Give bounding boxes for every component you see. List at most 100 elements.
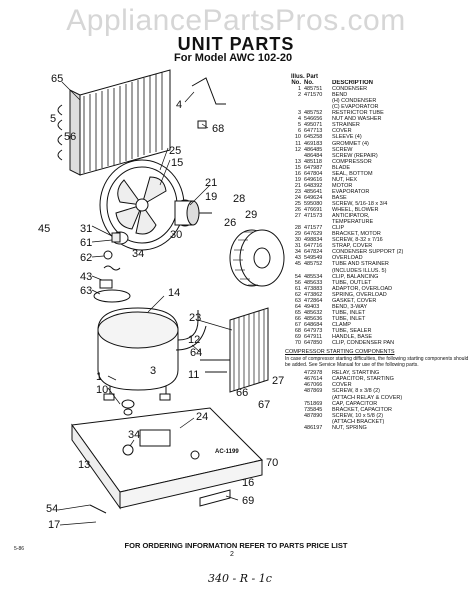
callout-61: 61 bbox=[80, 237, 92, 249]
illus-number: 1 bbox=[297, 86, 301, 93]
callout-54: 54 bbox=[46, 503, 58, 515]
part-number: 485751 bbox=[304, 86, 323, 93]
callout-27: 27 bbox=[272, 375, 284, 387]
callout-19: 19 bbox=[205, 191, 217, 203]
tube-bracket bbox=[191, 77, 226, 105]
part-number: 485633 bbox=[304, 279, 323, 286]
parts-row: (H) CONDENSER bbox=[285, 98, 469, 104]
parts-header-line1: Illus. Part bbox=[291, 74, 319, 80]
callout-13: 13 bbox=[78, 459, 90, 471]
part-number: 471577 bbox=[304, 225, 323, 232]
part-number: 498834 bbox=[304, 237, 323, 244]
part-description: TUBE, INLET bbox=[332, 309, 366, 316]
part-description: HANDLE, BASE bbox=[332, 334, 373, 341]
part-number: 549549 bbox=[304, 255, 323, 262]
illus-number: 63 bbox=[294, 297, 301, 304]
part-number: 471570 bbox=[304, 92, 323, 99]
page-title: UNIT PARTS bbox=[177, 34, 295, 54]
part-description: BRACKET, CAPACITOR bbox=[332, 406, 393, 413]
callout-10: 10 bbox=[96, 384, 108, 396]
part-description: NUT, HEX bbox=[332, 176, 358, 183]
callout-26: 26 bbox=[224, 217, 236, 229]
part-description: CAPACITOR, STARTING bbox=[332, 376, 394, 383]
evaporator-coil bbox=[229, 307, 269, 393]
grommet bbox=[121, 399, 135, 409]
parts-row: (ATTACH BRACKET) bbox=[285, 419, 469, 425]
tube-sealer bbox=[197, 120, 207, 129]
illus-number: 30 bbox=[294, 237, 301, 244]
callout-66: 66 bbox=[236, 387, 248, 399]
callout-70: 70 bbox=[266, 457, 278, 469]
part-description: CAP, CAPACITOR bbox=[332, 400, 378, 407]
part-description: SEAL, BOTTOM bbox=[332, 170, 373, 177]
fan-assembly bbox=[99, 159, 185, 251]
part-description: TUBE, OUTLET bbox=[332, 279, 372, 286]
part-description: (ATTACH BRACKET) bbox=[332, 418, 385, 425]
illus-number: 31 bbox=[294, 243, 301, 250]
callout-28: 28 bbox=[233, 193, 245, 205]
illus-number: 34 bbox=[294, 249, 301, 256]
exploded-diagram: 65 5 56 4 68 25 15 21 19 28 29 30 26 45 … bbox=[38, 69, 285, 531]
part-description: CONDENSER SUPPORT (2) bbox=[332, 249, 404, 256]
handwritten-note: 340 - R - 1c bbox=[208, 572, 272, 585]
ordering-footer: FOR ORDERING INFORMATION REFER TO PARTS … bbox=[124, 541, 348, 550]
callout-69: 69 bbox=[242, 495, 254, 507]
bottom-seal bbox=[89, 504, 107, 514]
callout-11: 11 bbox=[188, 369, 199, 381]
callout-43: 43 bbox=[80, 271, 92, 283]
part-description: OVERLOAD bbox=[332, 255, 363, 262]
part-number: 485534 bbox=[304, 273, 323, 280]
part-description: BEND bbox=[332, 92, 348, 99]
callout-labels: 65 5 56 4 68 25 15 21 19 28 29 30 26 45 … bbox=[38, 73, 284, 531]
illus-number: 68 bbox=[294, 327, 301, 334]
callout-68: 68 bbox=[212, 123, 224, 135]
part-number: 485636 bbox=[304, 315, 323, 322]
part-number: 647973 bbox=[304, 327, 323, 334]
cover-gasket bbox=[93, 289, 131, 303]
callout-34-lower: 34 bbox=[128, 429, 140, 441]
part-number: 647713 bbox=[304, 128, 323, 135]
callout-45: 45 bbox=[38, 223, 50, 235]
part-description: TUBE, SEALER bbox=[332, 327, 372, 334]
print-code: 5-86 bbox=[14, 546, 25, 552]
illus-number: 25 bbox=[294, 200, 301, 207]
part-description: TUBE AND STRAINER bbox=[332, 261, 389, 268]
part-number: 647629 bbox=[304, 231, 323, 238]
part-description: STRAP, COVER bbox=[332, 243, 373, 250]
illus-number: 67 bbox=[294, 321, 301, 328]
parts-row: (C) EVAPORATOR bbox=[285, 104, 469, 110]
illus-number: 45 bbox=[294, 261, 301, 268]
illus-number: 3 bbox=[297, 110, 301, 117]
part-number: 467066 bbox=[304, 382, 323, 389]
part-number: 647850 bbox=[304, 340, 323, 347]
part-description: ADAPTOR, OVERLOAD bbox=[332, 285, 393, 292]
callout-62: 62 bbox=[80, 252, 92, 264]
parts-row: (ATTACH RELAY & COVER) bbox=[285, 395, 469, 401]
part-description: SCREW, 8-32 x 7/16 bbox=[332, 237, 383, 244]
part-number: 648684 bbox=[304, 321, 323, 328]
part-description: RESTRICTOR TUBE bbox=[332, 110, 384, 117]
illus-number: 24 bbox=[294, 194, 301, 201]
